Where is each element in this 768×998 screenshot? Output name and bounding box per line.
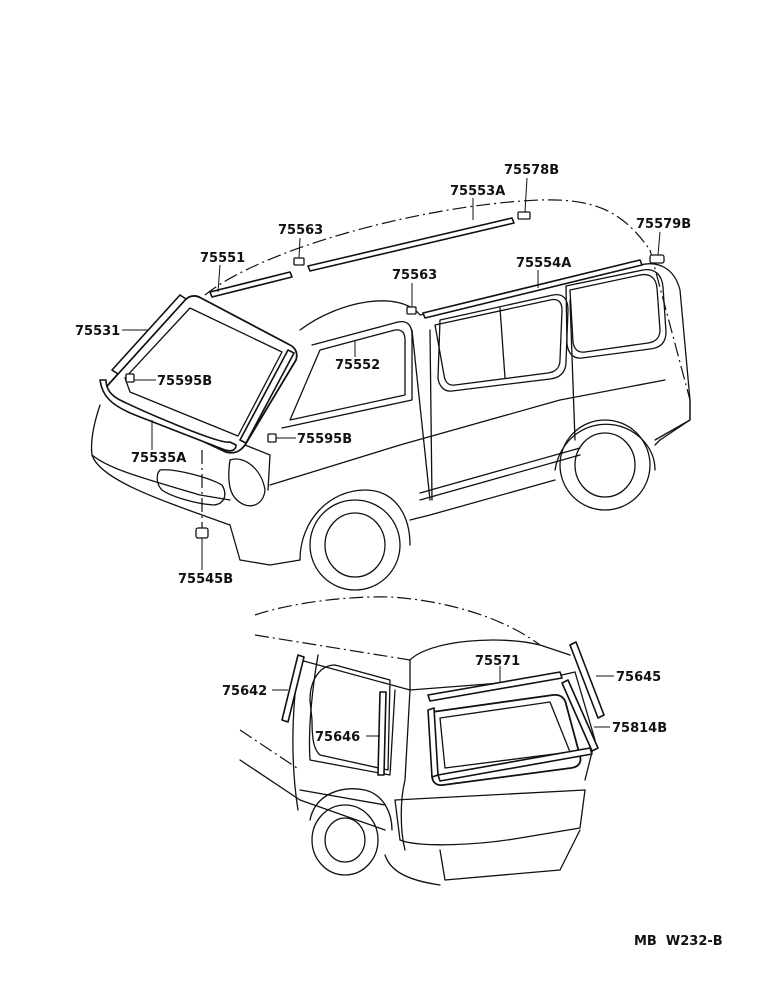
callout-label: 75579B [636, 217, 691, 232]
callout-label: 75642 [222, 684, 267, 699]
callout-label: 75814B [612, 721, 667, 736]
callout-label: 75595B [297, 432, 352, 447]
callout-label: 75545B [178, 572, 233, 587]
callout-label: 75578B [504, 163, 559, 178]
callout-label: 75563 [278, 223, 323, 238]
callout-label: 75646 [315, 730, 360, 745]
figure-code: MB W232-B [634, 934, 723, 949]
callout-label: 75563 [392, 268, 437, 283]
callout-label: 75553A [450, 184, 505, 199]
callout-labels: 75578B 75553A 75579B 75563 75551 75563 7… [75, 163, 723, 949]
callout-label: 75595B [157, 374, 212, 389]
callout-label: 75552 [335, 358, 380, 373]
callout-label: 75535A [131, 451, 186, 466]
callout-label: 75645 [616, 670, 661, 685]
callout-label: 75531 [75, 324, 120, 339]
callout-label: 75571 [475, 654, 520, 669]
lower-van-drawing [239, 596, 614, 886]
callout-label: 75554A [516, 256, 571, 271]
callout-label: 75551 [200, 251, 245, 266]
upper-van-drawing [90, 177, 691, 591]
